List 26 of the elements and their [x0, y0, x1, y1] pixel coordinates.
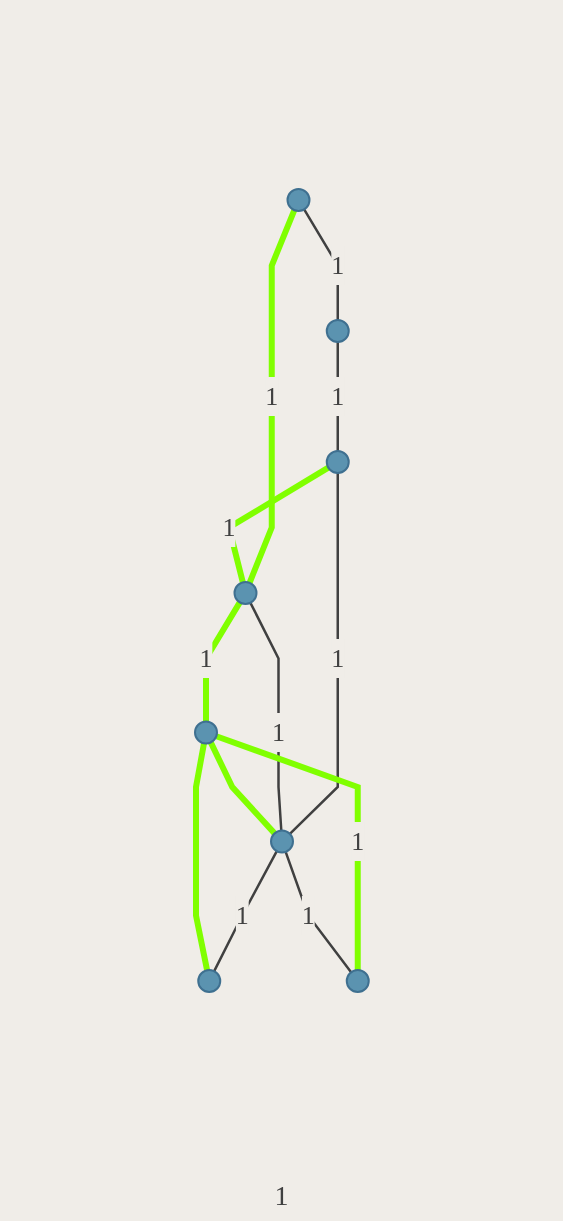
node-circle [196, 968, 221, 993]
edge-label: 1 [301, 900, 315, 930]
edge-label: 1 [199, 643, 213, 673]
node-circle [286, 187, 311, 212]
connector [288, 472, 339, 835]
edge-label: 1 [350, 826, 364, 856]
connector [284, 850, 352, 973]
node-circle [269, 829, 294, 853]
connector [192, 742, 210, 971]
edge-label: 1 [264, 381, 278, 411]
edge-label: 1 [271, 717, 285, 747]
connector [214, 732, 361, 970]
weight-label: 1 [274, 1180, 289, 1211]
edge-label: 1 [330, 250, 344, 280]
node-circle [325, 318, 350, 343]
connector [246, 208, 297, 584]
connector [212, 850, 278, 972]
edge-label: 1 [222, 512, 236, 542]
edge-label: 1 [330, 381, 344, 411]
node-circle [193, 720, 218, 744]
edge-label: 1 [330, 643, 344, 673]
node-circle [233, 580, 258, 605]
connector [207, 740, 277, 835]
node-circle [325, 449, 350, 474]
node-circle [345, 968, 370, 993]
edge-label: 1 [235, 900, 249, 930]
